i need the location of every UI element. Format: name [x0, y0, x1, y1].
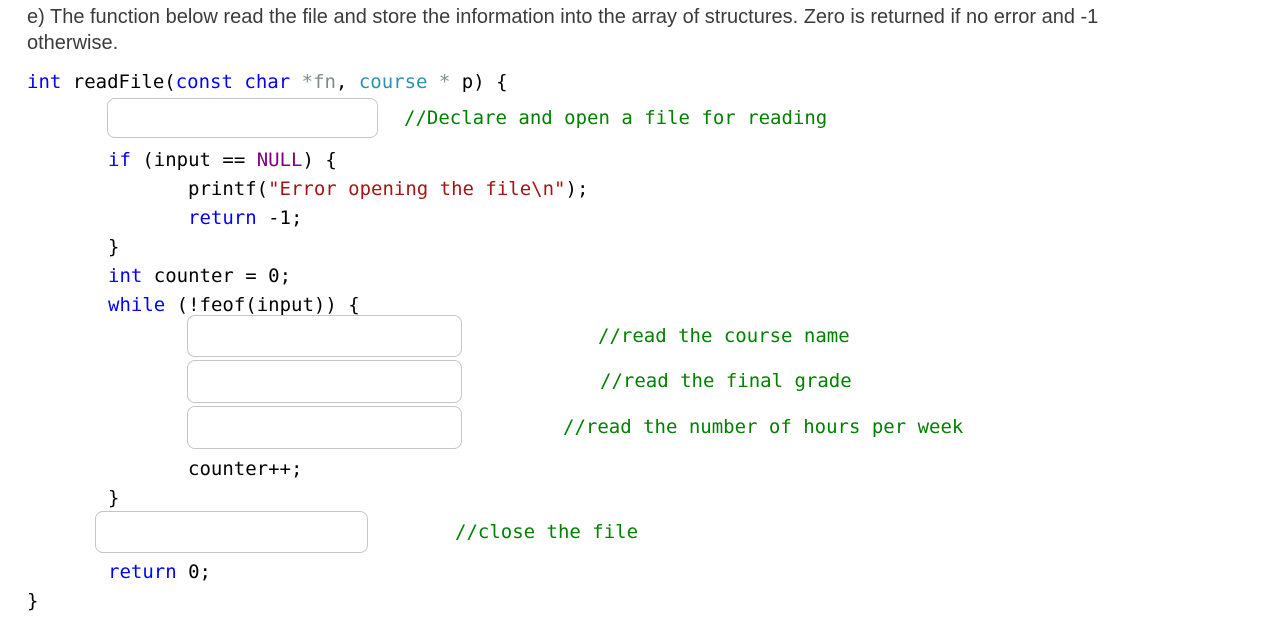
code-comment: //close the file — [455, 521, 639, 543]
code-line-printf-error: printf("Error opening the file\n"); — [188, 175, 588, 204]
code-token-ty: course — [358, 71, 428, 93]
code-token-pl: } — [27, 590, 39, 612]
code-line-return-minus-one: return -1; — [188, 204, 302, 233]
code-token-pl: (!feof(input)) { — [165, 294, 360, 316]
blank-declare-open-file-row: //Declare and open a file for reading — [107, 98, 827, 138]
question-text-line2: otherwise. — [27, 32, 119, 54]
code-comment: //Declare and open a file for reading — [404, 107, 828, 129]
code-token-kw: char — [244, 71, 291, 93]
code-token-pl: 0; — [176, 561, 211, 583]
code-token-pl: counter++; — [188, 458, 303, 480]
question-text: e) The function below read the file and … — [27, 4, 1259, 56]
code-token-kw: return — [108, 561, 177, 583]
code-line-function-signature: int readFile(const char *fn, course * p)… — [27, 68, 508, 97]
code-token-kw: if — [108, 149, 131, 171]
code-comment: //read the course name — [598, 325, 850, 347]
code-line-int-counter-zero: int counter = 0; — [108, 262, 291, 291]
code-token-pl: ); — [565, 178, 589, 200]
blank-read-hours-per-week-input[interactable] — [187, 406, 462, 449]
code-token-kw: const — [175, 71, 233, 93]
code-token-gr: * — [438, 71, 451, 93]
blank-read-hours-per-week-row: //read the number of hours per week — [187, 406, 963, 449]
code-token-pl: (input == — [130, 149, 257, 171]
code-token-pl — [427, 71, 438, 93]
code-token-pl: counter = 0; — [142, 265, 292, 287]
code-line-return-zero: return 0; — [108, 558, 211, 587]
blank-close-file-input[interactable] — [95, 511, 368, 553]
blank-read-course-name-row: //read the course name — [187, 315, 850, 357]
code-token-pl: ) { — [302, 149, 337, 171]
blank-read-course-name-input[interactable] — [187, 315, 462, 357]
code-comment: //read the final grade — [600, 370, 852, 392]
code-token-lit: NULL — [256, 149, 303, 171]
code-token-pl: p) { — [450, 71, 508, 93]
code-token-str: "Error opening the file\n" — [268, 178, 566, 200]
blank-close-file-row: //close the file — [95, 511, 638, 553]
code-line-counter-increment: counter++; — [188, 455, 302, 484]
code-line-close-brace-if: } — [108, 233, 119, 262]
code-token-gr: *fn — [301, 71, 336, 93]
code-token-pl: , — [335, 71, 359, 93]
code-line-close-brace-function: } — [27, 587, 38, 616]
code-token-pl — [233, 71, 244, 93]
blank-read-final-grade-input[interactable] — [187, 360, 462, 403]
code-token-pl: } — [108, 487, 120, 509]
code-token-pl: -1; — [256, 207, 303, 229]
code-token-pl — [290, 71, 301, 93]
code-token-pl: readFile( — [61, 71, 176, 93]
question-text-line1: e) The function below read the file and … — [27, 6, 1099, 28]
code-token-pl: printf( — [188, 178, 269, 200]
code-token-kw: while — [108, 294, 166, 316]
code-token-kw: int — [108, 265, 143, 287]
code-token-pl: } — [108, 236, 120, 258]
blank-declare-open-file-input[interactable] — [107, 98, 378, 138]
blank-read-final-grade-row: //read the final grade — [187, 360, 852, 403]
code-token-kw: return — [188, 207, 257, 229]
code-line-while-not-feof: while (!feof(input)) { — [108, 291, 360, 320]
code-line-if-input-null: if (input == NULL) { — [108, 146, 337, 175]
code-token-kw: int — [27, 71, 62, 93]
code-comment: //read the number of hours per week — [563, 416, 964, 438]
code-line-close-brace-while: } — [108, 484, 119, 513]
